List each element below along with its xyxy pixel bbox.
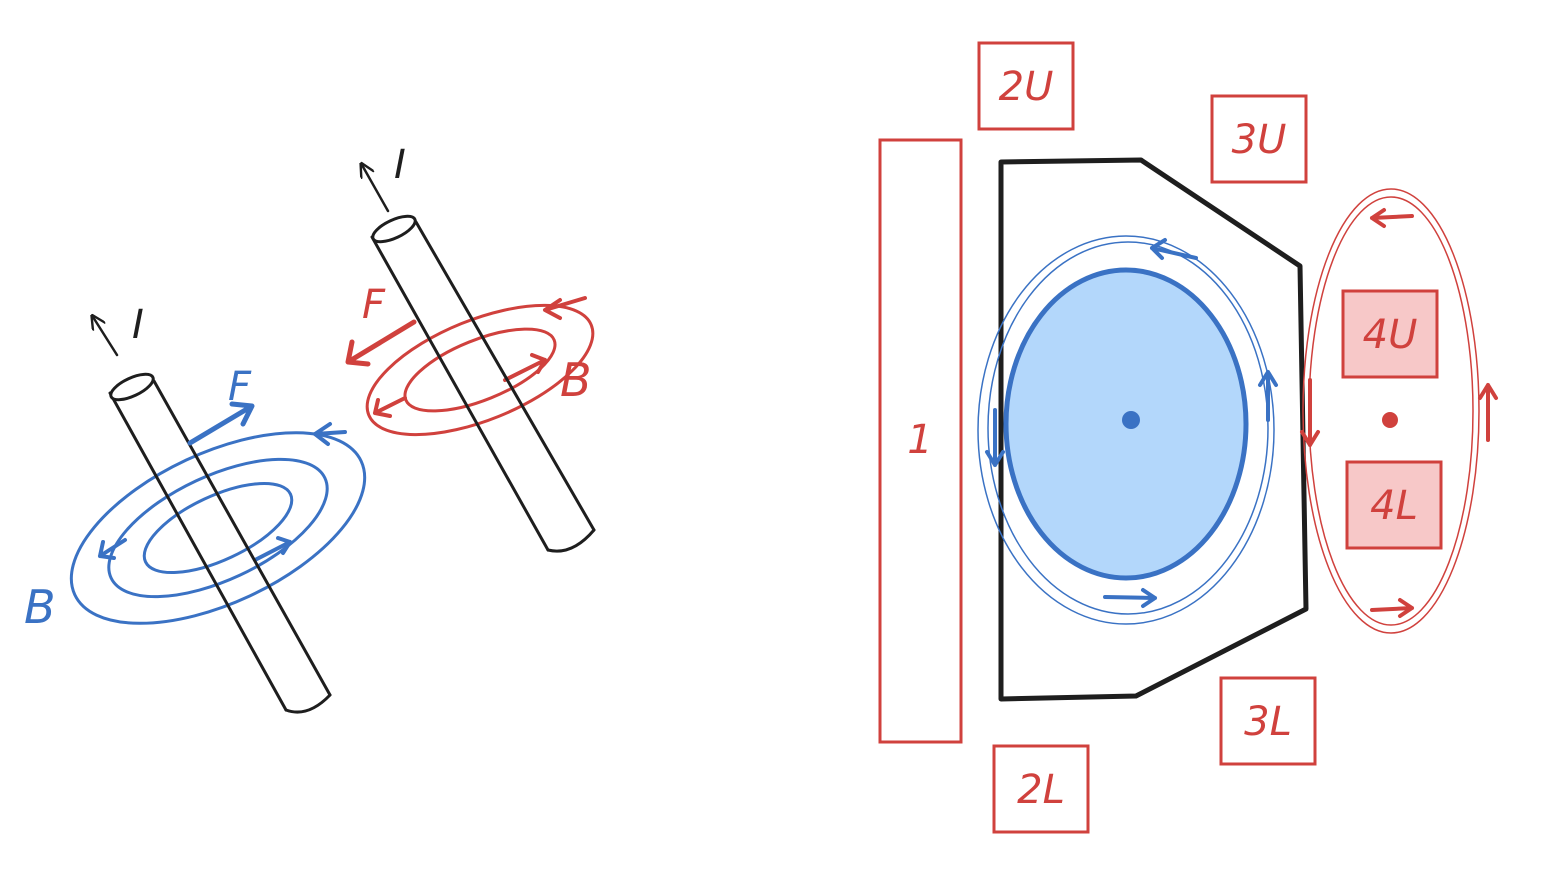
coil-2U-label: 2U — [999, 64, 1054, 110]
coil-4-center-dot — [1382, 412, 1398, 428]
coil-2L-label: 2L — [1017, 767, 1065, 813]
coil-2U-box: 2U — [977, 41, 1075, 131]
coil-4-ring — [1302, 188, 1480, 634]
coil-3U-label: 3U — [1232, 117, 1287, 163]
force-label-blue: F — [228, 364, 252, 410]
force-arrow-blue — [187, 401, 255, 446]
wire-left — [108, 372, 332, 714]
coil-4U-box: 4U — [1341, 289, 1439, 379]
field-label-blue: B — [24, 580, 56, 634]
current-label-right: I — [394, 142, 406, 188]
blue-field-arrows — [98, 422, 347, 562]
coil-4U-label: 4U — [1363, 312, 1418, 358]
plasma — [977, 235, 1275, 625]
blue-field-lines — [69, 431, 367, 625]
force-label-red: F — [362, 282, 386, 328]
coil-4L-box: 4L — [1345, 460, 1443, 550]
coil-2L-box: 2L — [992, 744, 1090, 834]
red-field-arrows — [373, 296, 587, 418]
current-arrow-right — [362, 165, 390, 213]
current-arrow-left — [93, 317, 119, 357]
plasma-center-dot — [1122, 411, 1140, 429]
coil-3U-box: 3U — [1210, 94, 1308, 184]
coil-1-box: 1 — [878, 138, 963, 744]
wire-right — [370, 214, 596, 553]
coil-4-arrows — [1300, 208, 1498, 618]
coil-4L-label: 4L — [1370, 483, 1418, 529]
force-arrow-red — [345, 319, 417, 367]
vessel-outline — [998, 157, 1309, 702]
current-label-left: I — [132, 302, 144, 348]
plasma-field-arrows — [985, 238, 1278, 608]
coil-1-label: 1 — [907, 417, 932, 463]
field-label-red: B — [560, 353, 592, 407]
coil-3L-label: 3L — [1244, 699, 1292, 745]
left-figure: I I F F B B — [24, 142, 596, 714]
right-figure: 1 2U 2L 3U 3L — [878, 41, 1498, 834]
coil-3L-box: 3L — [1219, 676, 1317, 766]
red-field-lines — [365, 303, 595, 437]
